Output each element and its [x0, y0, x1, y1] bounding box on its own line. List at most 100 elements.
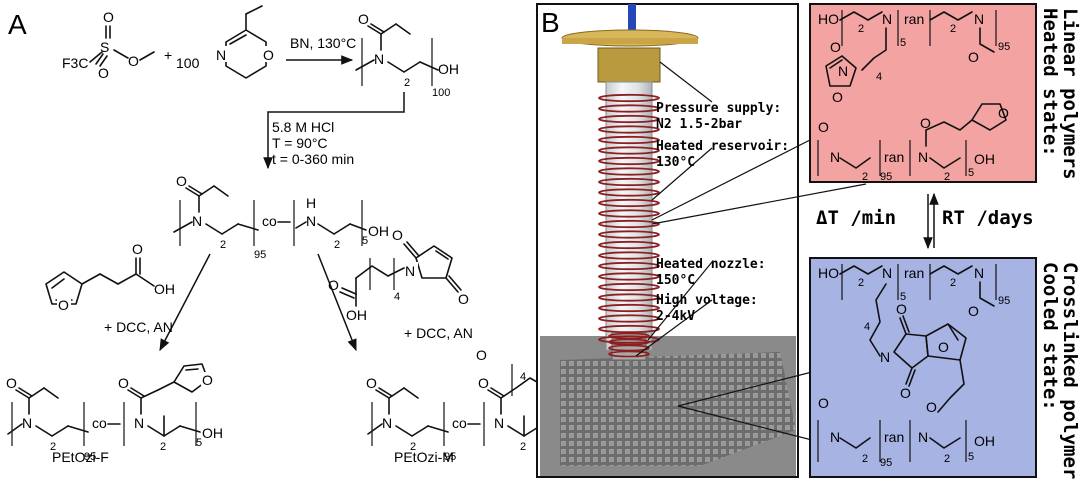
atom-oh-mal-acid: OH: [346, 307, 367, 323]
h-oh: OH: [974, 151, 995, 167]
atom-o-f-2: O: [118, 375, 129, 391]
panel-a-label: A: [8, 9, 27, 40]
heated-state-subtitle: Linear polymers: [1059, 8, 1080, 180]
h-n2: N: [974, 11, 984, 27]
coil-loop: [598, 209, 660, 218]
reaction-arrow-2: [263, 92, 405, 170]
product-petozi-f: N O 2 95 co N O O 2 5 OH PEtOzi-F: [6, 363, 223, 465]
atom-s: S: [100, 39, 109, 55]
end-oh-co: OH: [368, 223, 389, 239]
h-o5: O: [920, 115, 931, 131]
atom-n-mal: N: [405, 263, 415, 279]
c-sub-2a: 2: [858, 277, 864, 289]
subscript-95-m: 95: [444, 451, 456, 463]
subscript-4-mal: 4: [394, 291, 400, 303]
subscript-2-m-b: 2: [520, 441, 526, 453]
subscript-2-f-a: 2: [50, 441, 56, 453]
coil-loop: [598, 114, 660, 124]
h-sub-95a: 95: [998, 41, 1010, 53]
atom-n-f-2: N: [134, 415, 144, 431]
c-sub-95b: 95: [880, 457, 892, 469]
atom-o-furan: O: [58, 297, 69, 313]
h-sub-2a: 2: [858, 23, 864, 35]
atom-o-p1: O: [358, 11, 369, 27]
c-ho: HO: [818, 265, 839, 281]
step2-condition-2: T = 90°C: [272, 135, 328, 151]
atom-oh-acid: OH: [154, 281, 175, 297]
coil-loop: [598, 282, 660, 292]
product-f-name: PEtOzi-F: [52, 449, 109, 465]
coil-loop: [598, 188, 660, 197]
methyl-triflate-structure: F3C S O O O: [62, 9, 155, 81]
cooled-state-box: [809, 257, 1037, 478]
h-sub-5b: 5: [968, 167, 974, 179]
c-o2: O: [896, 301, 907, 317]
co-label-m: co: [452, 415, 467, 431]
atom-o-m-1: O: [366, 375, 377, 391]
atom-o-mal-2: O: [458, 291, 469, 307]
annotation-reservoir-line2: 130°C: [656, 155, 695, 170]
subscript-100: 100: [432, 87, 450, 99]
c-ran1: ran: [904, 265, 924, 281]
step2-condition-3: t = 0-360 min: [272, 151, 354, 167]
polyoxazine-homopolymer: N O 2 100 OH: [355, 11, 459, 99]
subscript-5-co: 5: [362, 235, 368, 247]
atom-o-mal-acid: O: [328, 277, 339, 293]
c-o5: O: [926, 399, 937, 415]
transition-cooling: RT /days: [942, 207, 1034, 229]
coil-loop: [598, 240, 660, 250]
atom-o-f-1: O: [6, 375, 17, 391]
coil-loop: [598, 293, 660, 302]
end-oh-f: OH: [202, 425, 223, 441]
annotation-nozzle-line2: 150°C: [656, 273, 695, 288]
cooled-state-subtitle: Crosslinked polymers: [1059, 262, 1080, 481]
c-n3: N: [830, 429, 840, 445]
h-sub-95b: 95: [880, 171, 892, 183]
coil-loop: [598, 177, 660, 187]
oxazine-monomer-structure: N O: [215, 5, 276, 79]
annotation-nozzle: Heated nozzle: 150°C: [656, 257, 766, 288]
c-sub-2d: 2: [944, 453, 950, 465]
atom-o-furan-f: O: [202, 372, 213, 388]
branch-arrow-right: [317, 253, 357, 352]
furan-propionic-acid: O O OH: [45, 241, 175, 313]
c-sub-2b: 2: [950, 277, 956, 289]
cooled-state-title: Cooled state:: [1039, 262, 1061, 411]
annotation-voltage-line2: 2-4kV: [656, 309, 695, 324]
coil-loop: [598, 146, 660, 155]
atom-f3c: F3C: [62, 55, 88, 71]
coil-loop: [598, 261, 660, 271]
coil-loop: [598, 272, 660, 281]
coil-loop: [598, 135, 660, 145]
step2-condition-1: 5.8 M HCl: [272, 119, 334, 135]
h-ho: HO: [818, 11, 839, 27]
c-n1: N: [882, 265, 892, 281]
c-sub-2c: 2: [862, 453, 868, 465]
c-oh: OH: [974, 433, 995, 449]
syringe-assembly: [561, 4, 699, 410]
atom-n-f-1: N: [22, 415, 32, 431]
coil-loop: [598, 230, 660, 239]
atom-o-top: O: [103, 9, 114, 25]
plus-sign: +: [164, 47, 172, 63]
transition-heating: ΔT /min: [816, 207, 896, 229]
atom-o-ester: O: [128, 53, 139, 69]
h-sub-4: 4: [876, 71, 882, 83]
coil-loop: [598, 303, 660, 313]
nozzle-coil-loop: [608, 332, 650, 340]
coil-loop: [598, 167, 660, 176]
annotation-pressure-line2: N2 1.5-2bar: [656, 117, 742, 132]
h-o1: O: [968, 49, 979, 65]
atom-o-m-3: O: [476, 347, 487, 363]
atom-n-co-2: N: [306, 213, 316, 229]
right-reagent: + DCC, AN: [404, 325, 473, 341]
nozzle-coil-loop: [608, 338, 650, 346]
coil-loop: [598, 251, 660, 260]
annotation-voltage-line1: High voltage:: [656, 293, 758, 308]
coil-loop: [598, 156, 660, 166]
h-ran2: ran: [884, 149, 904, 165]
heater-coil: [598, 93, 660, 358]
coil-loop: [598, 125, 660, 134]
co-label: co: [262, 213, 277, 229]
